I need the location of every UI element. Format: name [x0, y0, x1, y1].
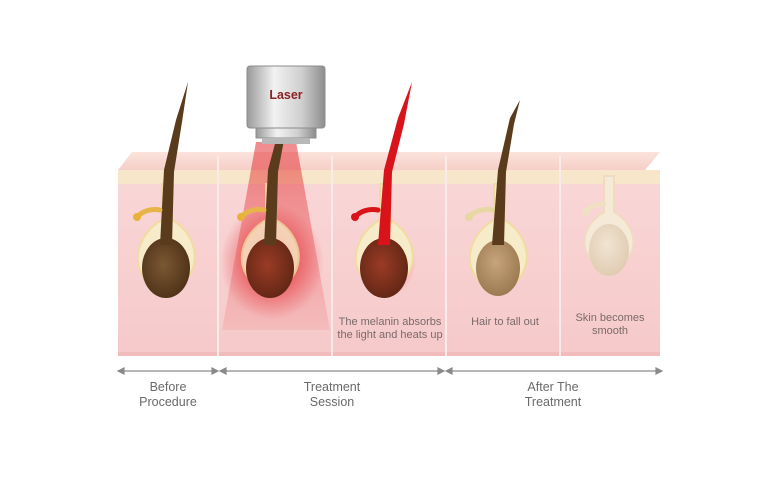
- phase-treatment: Treatment Session: [282, 380, 382, 410]
- caption-smooth-line-1: Skin becomes: [575, 312, 645, 324]
- phase-after-line-1: After The: [527, 380, 579, 394]
- phase-before: Before Procedure: [118, 380, 218, 410]
- phase-after-line-2: Treatment: [524, 395, 582, 409]
- follicle-heating: [351, 82, 416, 298]
- caption-fall: Hair to fall out: [452, 316, 558, 329]
- laser-device: [246, 65, 326, 144]
- caption-smooth-line-2: smooth: [591, 325, 629, 337]
- follicle-falling: [465, 100, 528, 296]
- phase-arrows: [116, 367, 664, 375]
- caption-fall-line-1: Hair to fall out: [471, 316, 539, 328]
- phase-treatment-line-2: Session: [309, 395, 355, 409]
- caption-smooth: Skin becomes smooth: [562, 312, 658, 338]
- skin-bottom-edge: [118, 352, 660, 356]
- laser-label: Laser: [269, 88, 303, 102]
- follicle-laser: [220, 140, 330, 330]
- phase-before-line-2: Procedure: [139, 395, 197, 409]
- caption-melanin-line-2: the light and heats up: [337, 329, 443, 341]
- phase-treatment-line-1: Treatment: [303, 380, 361, 394]
- follicle-before: [133, 82, 196, 298]
- section-dividers: [217, 156, 561, 356]
- caption-melanin: The melanin absorbs the light and heats …: [334, 316, 446, 342]
- follicle-smooth: [582, 175, 635, 276]
- phase-before-line-1: Before: [149, 380, 187, 394]
- caption-melanin-line-1: The melanin absorbs: [338, 316, 442, 328]
- phase-after: After The Treatment: [503, 380, 603, 410]
